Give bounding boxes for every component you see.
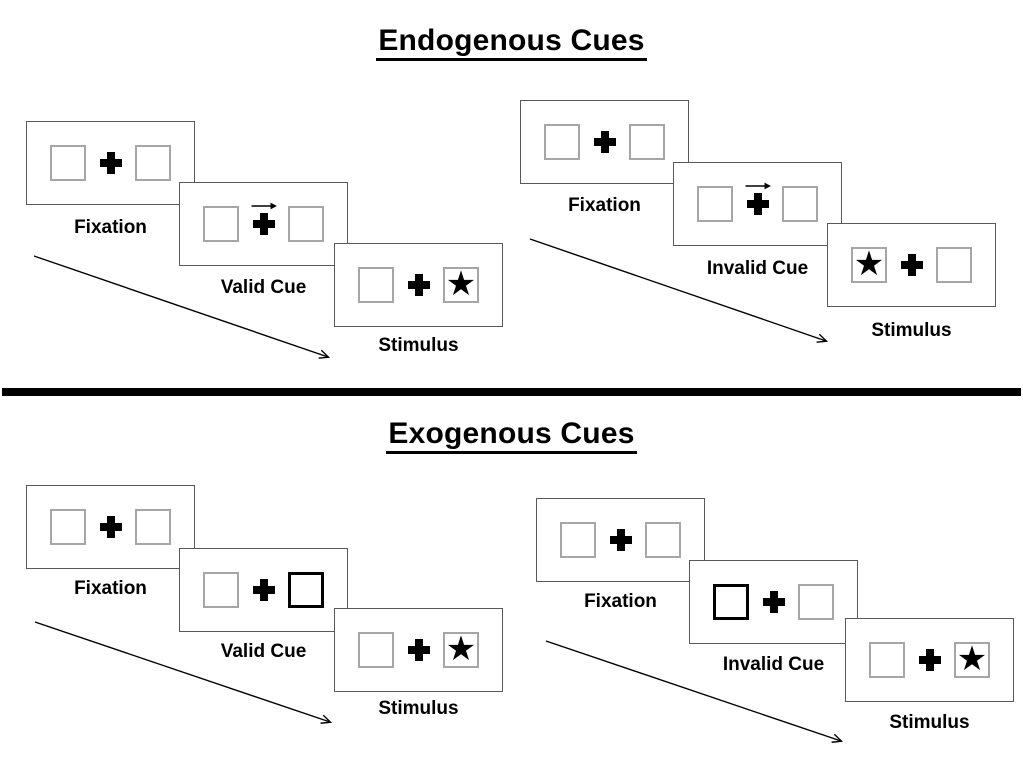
- fixation-cross-wrap: [745, 182, 771, 215]
- fixation-cross-icon: [99, 152, 122, 174]
- fixation-cross-icon: [407, 639, 430, 661]
- right-box-with-star: ★: [443, 267, 479, 303]
- fixation-cross-wrap: [407, 274, 430, 296]
- fixation-cross-wrap: [918, 649, 941, 671]
- right-box: [629, 124, 665, 160]
- fixation-cross-icon: [252, 579, 275, 601]
- fixation-label: Fixation: [74, 217, 147, 238]
- valid-cue-panel: [179, 548, 348, 632]
- star-icon: ★: [853, 245, 885, 283]
- sequence-arrow-endogenous-valid: [33, 255, 331, 359]
- fixation-panel: [26, 121, 195, 205]
- stimulus-panel: ★: [827, 223, 996, 307]
- left-box-highlighted-cue: [713, 584, 749, 620]
- right-box: [936, 247, 972, 283]
- right-box: [782, 186, 818, 222]
- left-box: [560, 522, 596, 558]
- left-box: [544, 124, 580, 160]
- fixation-cross-icon: [609, 529, 632, 551]
- stimulus-label: Stimulus: [871, 320, 952, 341]
- cue-label: Invalid Cue: [722, 654, 825, 675]
- right-box-highlighted-cue: [288, 572, 324, 608]
- stimulus-label: Stimulus: [378, 698, 459, 719]
- fixation-cross-icon: [593, 131, 616, 153]
- cue-arrow-icon: [251, 202, 277, 210]
- fixation-cross-wrap: [900, 254, 923, 276]
- cue-label: Valid Cue: [220, 277, 307, 298]
- valid-cue-panel: [179, 182, 348, 266]
- right-box: [135, 509, 171, 545]
- endogenous-title-row: Endogenous Cues: [0, 24, 1023, 61]
- fixation-cross-wrap: [251, 202, 277, 235]
- right-box-with-star: ★: [443, 632, 479, 668]
- fixation-panel: [26, 485, 195, 569]
- fixation-label: Fixation: [584, 591, 657, 612]
- stimulus-label: Stimulus: [889, 712, 970, 733]
- sequence-arrow-endogenous-invalid: [529, 238, 829, 343]
- cue-label: Valid Cue: [220, 641, 307, 662]
- right-box: [645, 522, 681, 558]
- left-box: [203, 206, 239, 242]
- fixation-panel: [520, 100, 689, 184]
- left-box: [358, 632, 394, 668]
- star-icon: ★: [956, 640, 988, 678]
- exogenous-title: Exogenous Cues: [386, 417, 637, 454]
- fixation-cross-wrap: [407, 639, 430, 661]
- fixation-cross-wrap: [252, 579, 275, 601]
- stimulus-panel: ★: [334, 608, 503, 692]
- section-divider: [2, 388, 1021, 396]
- right-box: [135, 145, 171, 181]
- left-box: [50, 509, 86, 545]
- left-box: [697, 186, 733, 222]
- exogenous-title-row: Exogenous Cues: [0, 417, 1023, 454]
- left-box: [869, 642, 905, 678]
- cue-arrow-icon: [745, 182, 771, 190]
- fixation-cross-icon: [252, 213, 275, 235]
- fixation-cross-icon: [762, 591, 785, 613]
- fixation-cross-wrap: [99, 516, 122, 538]
- fixation-cross-wrap: [609, 529, 632, 551]
- fixation-cross-icon: [900, 254, 923, 276]
- fixation-cross-wrap: [593, 131, 616, 153]
- fixation-panel: [536, 498, 705, 582]
- stimulus-panel: ★: [334, 243, 503, 327]
- left-box: [203, 572, 239, 608]
- left-box-with-star: ★: [851, 247, 887, 283]
- stimulus-panel: ★: [845, 618, 1014, 702]
- fixation-cross-icon: [407, 274, 430, 296]
- star-icon: ★: [445, 265, 477, 303]
- fixation-label: Fixation: [568, 195, 641, 216]
- right-box: [798, 584, 834, 620]
- fixation-label: Fixation: [74, 578, 147, 599]
- right-box-with-star: ★: [954, 642, 990, 678]
- fixation-cross-icon: [918, 649, 941, 671]
- fixation-cross-icon: [746, 193, 769, 215]
- invalid-cue-panel: [689, 560, 858, 644]
- left-box: [358, 267, 394, 303]
- cue-label: Invalid Cue: [706, 258, 809, 279]
- right-box: [288, 206, 324, 242]
- endogenous-title: Endogenous Cues: [376, 24, 647, 61]
- stimulus-label: Stimulus: [378, 335, 459, 356]
- sequence-arrow-exogenous-valid: [34, 621, 333, 724]
- fixation-cross-wrap: [99, 152, 122, 174]
- fixation-cross-wrap: [762, 591, 785, 613]
- left-box: [50, 145, 86, 181]
- fixation-cross-icon: [99, 516, 122, 538]
- invalid-cue-panel: [673, 162, 842, 246]
- star-icon: ★: [445, 630, 477, 668]
